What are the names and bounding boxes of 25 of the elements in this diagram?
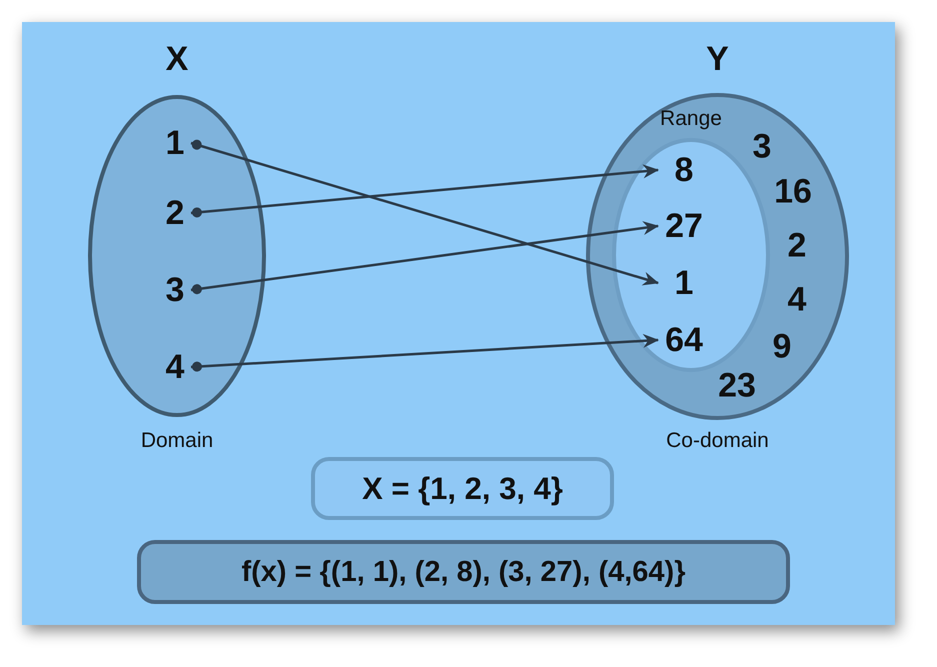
arrow [190, 140, 659, 286]
element-number: 64 [664, 320, 704, 360]
arrow [190, 164, 659, 218]
element-number: 3 [752, 128, 772, 166]
formula-box: X = {1, 2, 3, 4} [311, 457, 614, 520]
element-number: 1 [164, 123, 186, 163]
set-title: X [164, 39, 190, 80]
element-number: 16 [774, 172, 812, 212]
set-caption: Co-domain [665, 428, 770, 454]
element-number: 23 [718, 366, 756, 406]
set-caption: Domain [140, 428, 214, 454]
arrow [190, 334, 659, 372]
element-number: 9 [772, 328, 792, 366]
element-number: 1 [674, 263, 694, 303]
element-number: 4 [164, 347, 186, 387]
element-number: 2 [788, 226, 806, 266]
formula-box: f(x) = {(1, 1), (2, 8), (3, 27), (4,64)} [137, 540, 790, 604]
element-number: 2 [164, 193, 186, 233]
set-title: Y [705, 39, 730, 80]
element-number: 3 [164, 270, 186, 310]
arrow [190, 221, 659, 294]
element-number: 8 [674, 150, 694, 190]
range-caption: Range [659, 106, 723, 132]
element-number: 4 [788, 280, 806, 320]
element-number: 27 [664, 206, 704, 246]
